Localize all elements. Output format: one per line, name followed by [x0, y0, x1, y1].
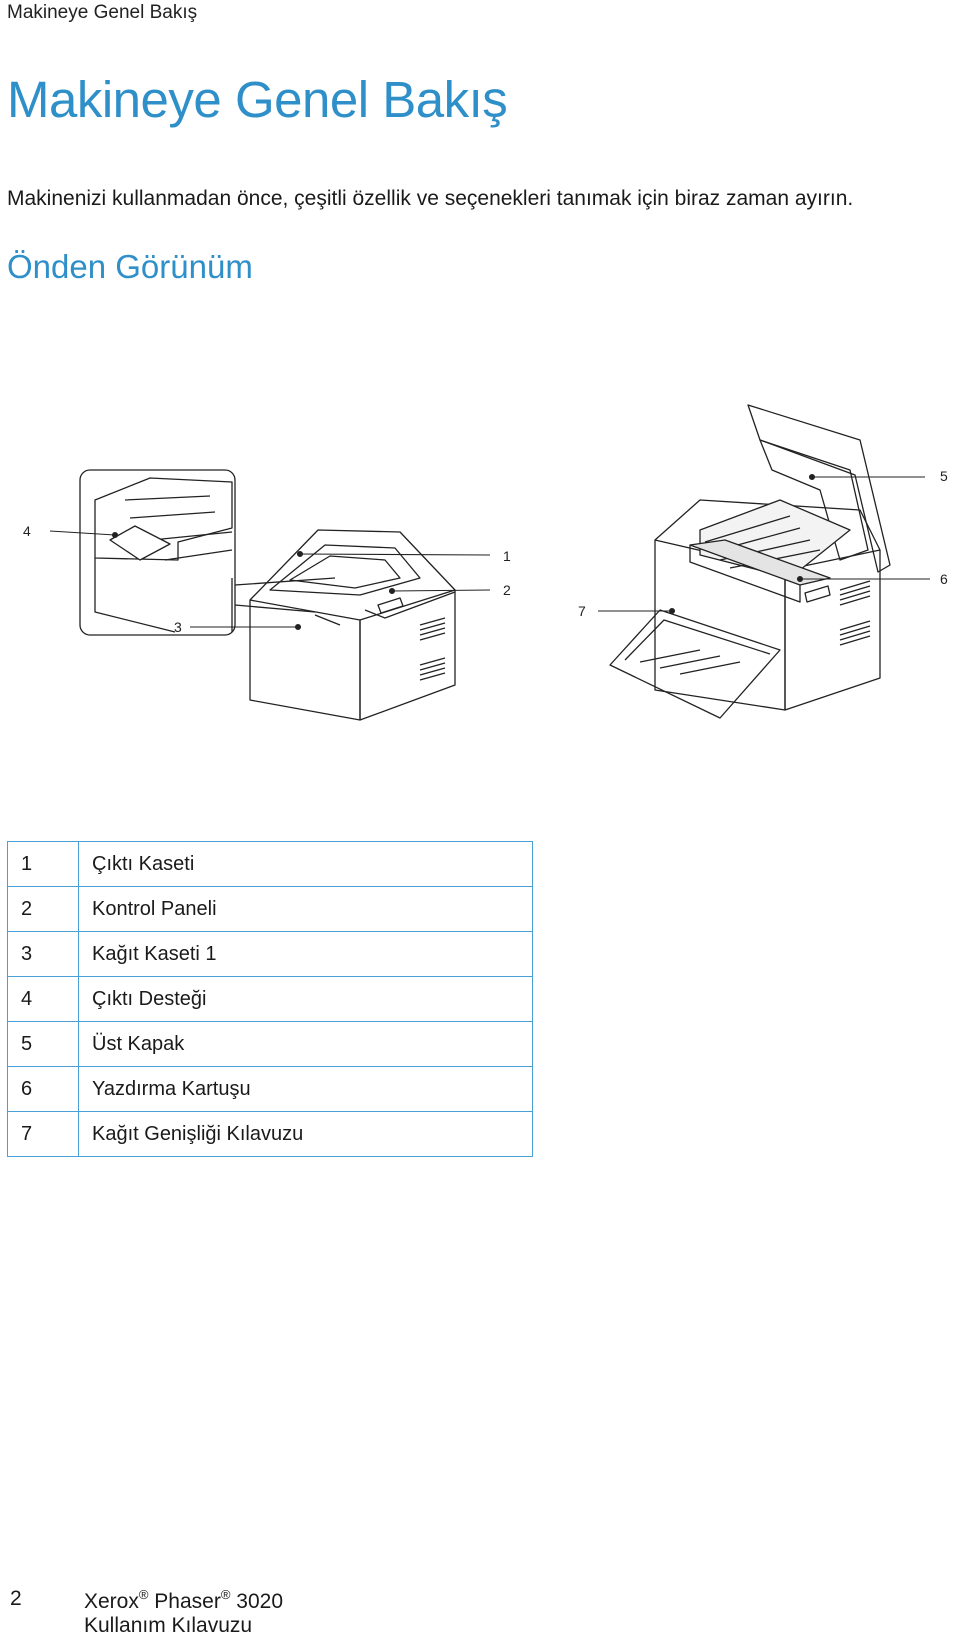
callout-legend-table: 1 Çıktı Kaseti 2 Kontrol Paneli 3 Kağıt …: [7, 841, 533, 1157]
legend-label: Çıktı Kaseti: [78, 841, 533, 887]
legend-number: 3: [7, 931, 79, 977]
legend-number: 2: [7, 886, 79, 932]
legend-number: 1: [7, 841, 79, 887]
table-row: 2 Kontrol Paneli: [7, 886, 533, 932]
output-support-inset: [79, 469, 236, 636]
running-header: Makineye Genel Bakış: [7, 2, 198, 23]
section-title: Önden Görünüm: [7, 248, 253, 285]
brand-name: Xerox: [84, 1590, 139, 1613]
legend-number: 4: [7, 976, 79, 1022]
legend-number: 6: [7, 1066, 79, 1112]
legend-label: Yazdırma Kartuşu: [78, 1066, 533, 1112]
legend-label: Kağıt Genişliği Kılavuzu: [78, 1111, 533, 1157]
page-number: 2: [10, 1587, 22, 1610]
product-name: Xerox® Phaser® 3020: [84, 1587, 283, 1614]
callout-7: 7: [578, 603, 586, 619]
callout-5: 5: [940, 468, 948, 484]
callout-leaders: [49, 473, 930, 631]
guide-title: Kullanım Kılavuzu: [84, 1614, 253, 1637]
table-row: 4 Çıktı Desteği: [7, 976, 533, 1022]
legend-label: Kontrol Paneli: [78, 886, 533, 932]
table-row: 5 Üst Kapak: [7, 1021, 533, 1067]
printer-open-drawing: [609, 404, 891, 719]
legend-number: 7: [7, 1111, 79, 1157]
callout-1: 1: [503, 548, 511, 564]
table-row: 1 Çıktı Kaseti: [7, 841, 533, 887]
intro-paragraph: Makinenizi kullanmadan önce, çeşitli öze…: [7, 187, 854, 210]
legend-label: Üst Kapak: [78, 1021, 533, 1067]
callout-3: 3: [174, 619, 182, 635]
callout-6: 6: [940, 571, 948, 587]
registered-mark: ®: [220, 1587, 231, 1602]
table-row: 6 Yazdırma Kartuşu: [7, 1066, 533, 1112]
table-row: 7 Kağıt Genişliği Kılavuzu: [7, 1111, 533, 1157]
product-line: Phaser: [154, 1590, 221, 1613]
model-number: 3020: [236, 1590, 283, 1613]
legend-label: Kağıt Kaseti 1: [78, 931, 533, 977]
printer-closed-drawing: [249, 529, 456, 721]
page-title: Makineye Genel Bakış: [7, 71, 508, 128]
registered-mark: ®: [138, 1587, 149, 1602]
legend-label: Çıktı Desteği: [78, 976, 533, 1022]
printer-front-view-figure: 4 1 2 3 5 6 7: [0, 400, 960, 760]
legend-number: 5: [7, 1021, 79, 1067]
table-row: 3 Kağıt Kaseti 1: [7, 931, 533, 977]
callout-4: 4: [23, 523, 31, 539]
callout-2: 2: [503, 582, 511, 598]
